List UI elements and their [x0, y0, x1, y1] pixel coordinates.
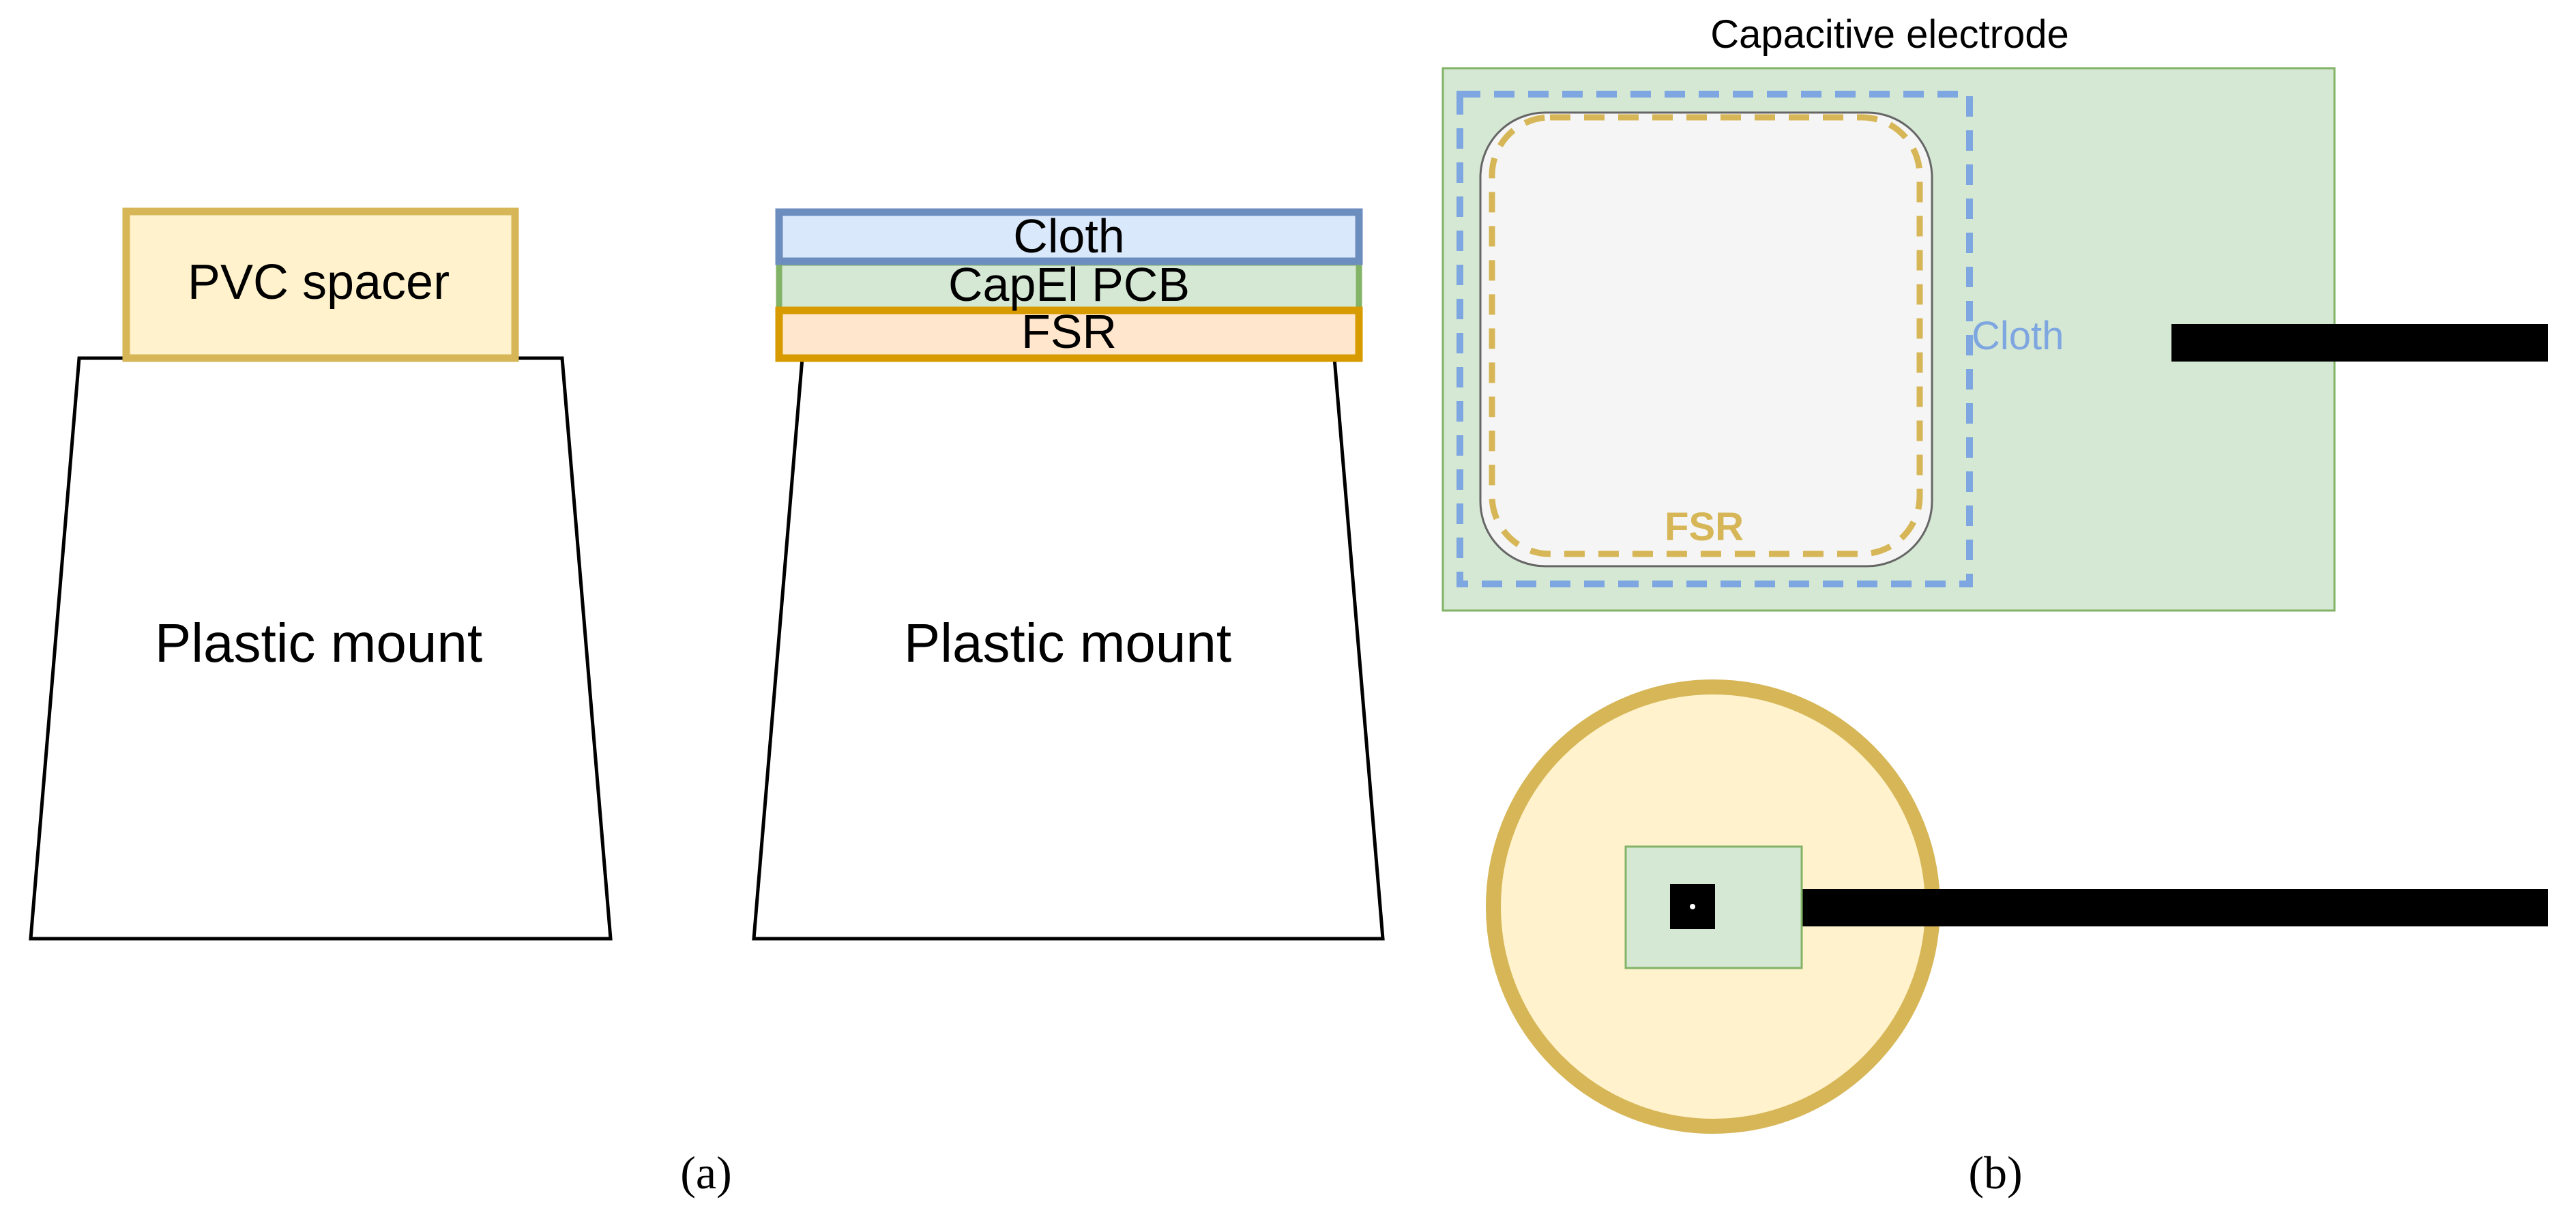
capel-pcb-layer-label: CapEl PCB — [948, 258, 1190, 311]
connector-dot — [1690, 904, 1695, 909]
pvc-spacer — [122, 207, 519, 362]
cloth-outline-label: Cloth — [1972, 314, 2064, 358]
fsr-layer — [775, 306, 1363, 362]
electrode-bottom-view — [1486, 679, 2548, 1134]
fsr-outline-label: FSR — [1665, 505, 1744, 549]
electrode-top-view: Cloth FSR — [1441, 67, 2548, 612]
panel-b: Capacitive electrode Cloth FSR (b) — [1441, 12, 2548, 1199]
panel-a-caption: (a) — [680, 1147, 731, 1199]
cloth-layer-label: Cloth — [1013, 209, 1124, 263]
cloth-outline — [1457, 91, 1973, 587]
fsr-layer-label: FSR — [1021, 305, 1117, 358]
panel-a: PVC spacer Plastic mount Cloth CapEl PCB… — [29, 207, 1385, 1199]
plastic-mount-right-label: Plastic mount — [904, 613, 1231, 673]
fsr-outline — [1489, 114, 1923, 557]
capacitive-electrode-title: Capacitive electrode — [1710, 12, 2069, 57]
pvc-spacer-label: PVC spacer — [188, 255, 450, 310]
electrode-wire-bottom — [1801, 889, 2548, 926]
sensor-pad — [1479, 111, 1933, 568]
spacer-assembly: PVC spacer Plastic mount — [29, 207, 613, 941]
electrode-wire-top — [2171, 324, 2548, 362]
layered-assembly: Cloth CapEl PCB FSR Plastic mount — [752, 208, 1385, 941]
plastic-mount-left-label: Plastic mount — [155, 613, 482, 673]
cloth-layer — [775, 208, 1363, 265]
panel-b-caption: (b) — [1968, 1147, 2022, 1199]
